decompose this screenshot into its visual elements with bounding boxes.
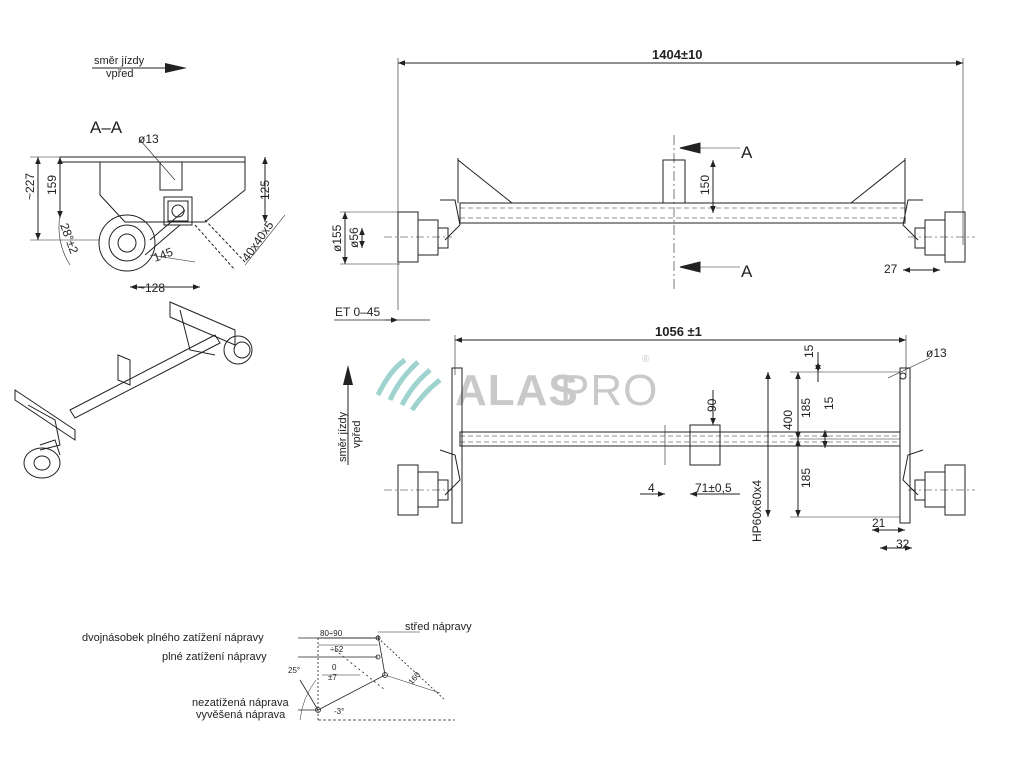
dim-71: 71±0,5	[695, 481, 732, 495]
direction-label-vertical-1: směr jízdy	[337, 411, 349, 462]
direction-label-line1: směr jízdy	[94, 55, 145, 67]
section-mark-top: A	[741, 143, 753, 162]
watermark-reg: ®	[642, 354, 650, 365]
dim-145: 145	[151, 245, 175, 265]
value-52: ÷52	[330, 645, 344, 654]
load-diagram-labels: dvojnásobek plného zatížení nápravy plné…	[82, 621, 472, 721]
bottom-view	[384, 335, 975, 551]
dim-total-width: 1404±10	[652, 47, 703, 62]
dim-32: 32	[896, 537, 910, 551]
top-view-labels: 1404±10 ø155 ø56 150 27 ET 0–45 A A	[330, 47, 898, 319]
isometric-view	[14, 301, 253, 479]
label-full-load: plné zatížení nápravy	[162, 651, 267, 663]
dim-150: 150	[698, 175, 712, 195]
label-suspended-axle: vyvěšená náprava	[196, 709, 286, 721]
dim-21: 21	[872, 516, 886, 530]
dim-56: ø56	[347, 227, 361, 248]
dim-15-top: 15	[802, 344, 816, 358]
value-80-90: 80÷90	[320, 629, 343, 638]
direction-label-line2: vpřed	[106, 68, 134, 80]
direction-indicator-vertical: směr jízdy vpřed	[337, 365, 363, 465]
dim-128: ~128	[138, 281, 165, 295]
dim-1056: 1056 ±1	[655, 324, 702, 339]
dim-15-middle: 15	[822, 396, 836, 410]
dim-hub-155: ø155	[330, 224, 344, 252]
dim-90: 90	[705, 398, 719, 412]
load-diagram	[298, 631, 455, 721]
dim-185-upper: 185	[799, 398, 813, 418]
dim-4: 4	[648, 481, 655, 495]
dim-159: 159	[45, 175, 59, 195]
section-a-a: A–A	[30, 118, 286, 290]
profile-40x40x5: 40x40x5	[239, 218, 277, 263]
dim-hole-13-bottom: ø13	[926, 346, 947, 360]
watermark-brand-light: PRO	[560, 366, 658, 415]
angle-25: 25°	[288, 666, 300, 675]
direction-label-vertical-2: vpřed	[351, 420, 363, 448]
angle-minus3: -3°	[334, 707, 344, 716]
dim-27: 27	[884, 262, 898, 276]
watermark-logo: ALAS PRO ®	[375, 354, 658, 415]
top-view	[334, 58, 975, 323]
profile-hp60: HP60x60x4	[750, 480, 764, 542]
bottom-view-labels: 1056 ±1 15 ø13 90 185 400 15 185 4 71±0,…	[648, 324, 947, 551]
watermark-brand-bold: ALAS	[455, 366, 579, 415]
direction-indicator-top: směr jízdy vpřed	[92, 55, 187, 80]
dim-125: 125	[258, 180, 272, 200]
direction-arrow-up-icon	[343, 365, 353, 385]
value-0: 0	[332, 663, 337, 672]
label-axle-center: střed nápravy	[405, 621, 472, 633]
label-unloaded-axle: nezatížená náprava	[192, 697, 290, 709]
value-160: 160	[407, 670, 423, 686]
section-a-a-labels: ø13 ~227 159 125 28°±2 145 ~128 40x40x5	[23, 132, 277, 295]
watermark-leaf-icon	[375, 357, 442, 412]
dim-angle-28: 28°±2	[57, 221, 81, 256]
direction-arrow-icon	[165, 63, 187, 73]
value-pm7: ±7	[328, 673, 337, 682]
section-mark-bottom: A	[741, 262, 753, 281]
section-title: A–A	[90, 118, 123, 137]
dim-227: ~227	[23, 173, 37, 200]
label-double-load: dvojnásobek plného zatížení nápravy	[82, 632, 264, 644]
dim-et: ET 0–45	[335, 305, 380, 319]
dim-185-lower: 185	[799, 468, 813, 488]
dim-400: 400	[781, 410, 795, 430]
dim-hole-13: ø13	[138, 132, 159, 146]
